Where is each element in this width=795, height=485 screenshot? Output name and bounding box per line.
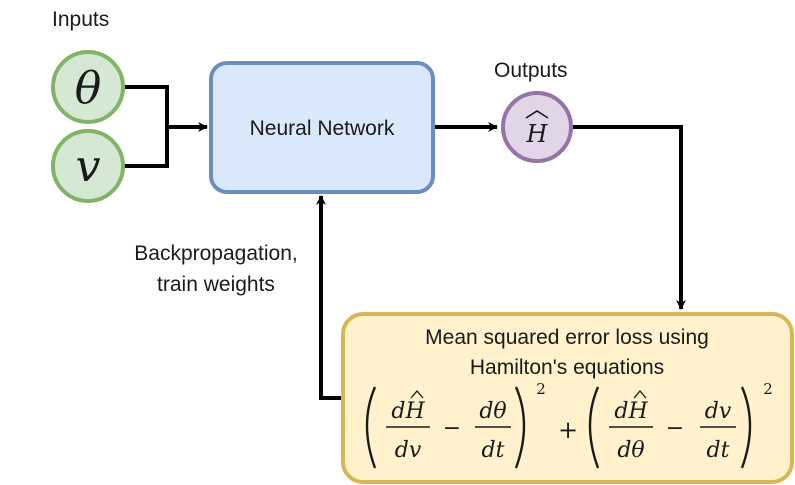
input-node-theta: θ: [51, 50, 125, 124]
backprop-label-line1: Backpropagation,: [134, 242, 297, 265]
fraction-3-numerator: dH: [614, 399, 648, 424]
edge-v-to-network: [124, 127, 169, 168]
backprop-label-line2: train weights: [157, 273, 275, 296]
edge-loss-to-network-backprop: [316, 195, 343, 400]
loss-formula: dH dv − dθ dt 2 + dH dθ − dv dt 2: [365, 380, 773, 469]
loss-block: Mean squared error loss using Hamilton's…: [341, 312, 794, 484]
edge-output-to-loss: [573, 125, 686, 310]
hat-accent: [525, 110, 549, 119]
minus-sign-1: −: [443, 416, 461, 441]
fraction-2-denominator: dt: [482, 438, 505, 463]
minus-sign-2: −: [666, 416, 684, 441]
h-hat-symbol: H: [526, 120, 549, 148]
output-node-h-hat: H: [501, 91, 573, 163]
input-node-v: v: [51, 129, 125, 203]
network-box: [209, 61, 435, 194]
v-symbol: v: [76, 141, 101, 192]
inputs-label: Inputs: [52, 8, 109, 31]
paren-open-2: [588, 386, 600, 469]
outputs-label: Outputs: [494, 59, 568, 82]
fraction-4-denominator: dt: [707, 438, 730, 463]
loss-title-line2: Hamilton's equations: [470, 356, 664, 379]
exponent-1: 2: [536, 380, 546, 398]
loss-title-line1: Mean squared error loss using: [425, 326, 709, 349]
fraction-3-denominator: dθ: [617, 438, 644, 463]
theta-symbol: θ: [75, 63, 102, 114]
plus-sign: +: [558, 416, 578, 444]
output-circle: [501, 91, 573, 163]
hat-accent-num1: [410, 390, 424, 399]
loss-box: [341, 312, 794, 484]
hat-accent-num3: [633, 390, 647, 399]
fraction-1-denominator: dv: [395, 438, 422, 463]
exponent-2: 2: [763, 380, 773, 398]
paren-close-2: [740, 386, 752, 469]
edge-theta-to-network: [124, 85, 208, 132]
fraction-2-numerator: dθ: [479, 399, 506, 424]
input-circle-v: [51, 129, 125, 203]
fraction-4-numerator: dv: [705, 399, 732, 424]
input-circle-theta: [51, 50, 125, 124]
neural-network-block: Neural Network: [209, 61, 435, 194]
paren-close-1: [514, 386, 526, 469]
network-label: Neural Network: [250, 117, 395, 140]
paren-open-1: [365, 386, 377, 469]
fraction-1-numerator: dH: [391, 399, 425, 424]
connectors: [124, 85, 686, 400]
